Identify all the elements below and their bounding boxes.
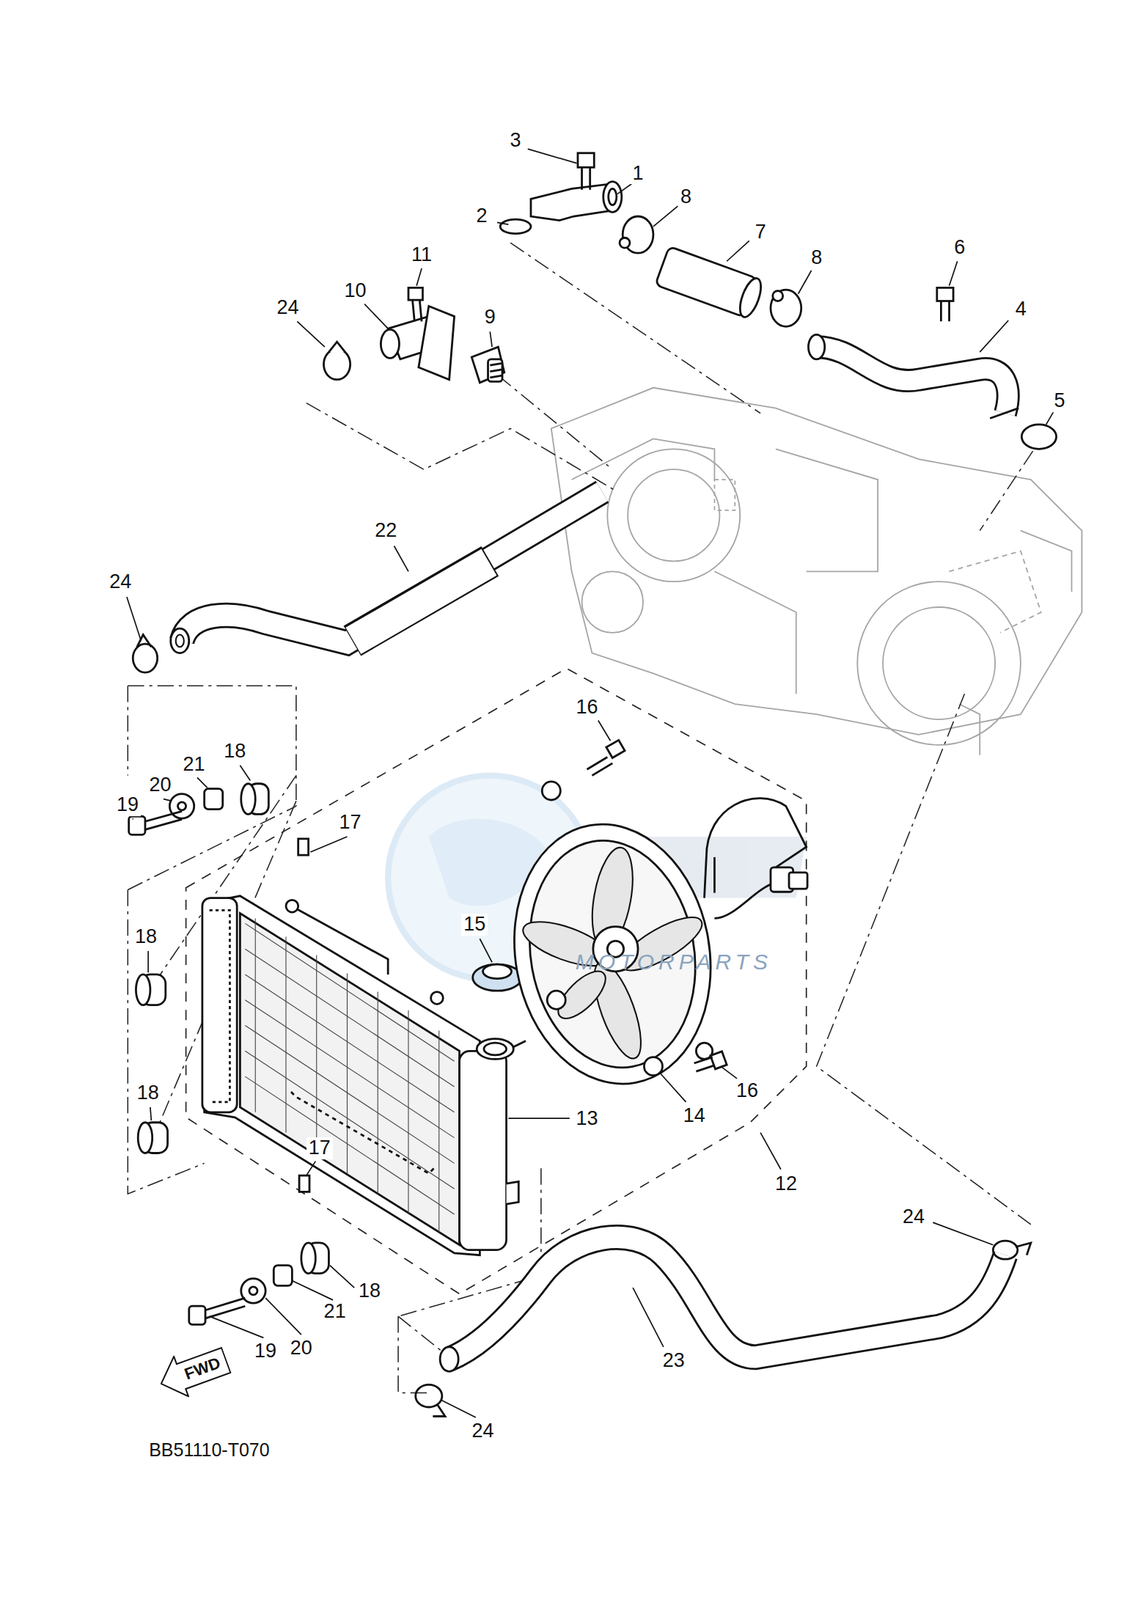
callout-number: 3: [508, 129, 524, 152]
radiator-hose: [170, 492, 603, 654]
hose-clamp: [132, 634, 1031, 1417]
callout-number: 21: [321, 1300, 349, 1323]
callout-number: 18: [356, 1280, 383, 1303]
callout-number: 4: [1013, 298, 1029, 321]
callout-number: 8: [678, 186, 694, 209]
callout-number: 19: [252, 1340, 279, 1363]
watermark-text: MOTORPARTS: [573, 949, 775, 974]
callout-number: 23: [660, 1349, 688, 1372]
radiator: [202, 838, 526, 1256]
mount-parts: [129, 783, 330, 1325]
forward-arrow: FWD: [152, 1338, 234, 1405]
water-pipe: [808, 334, 1019, 418]
callout-number: 7: [753, 222, 769, 245]
callout-number: 20: [147, 774, 174, 797]
callout-number: 10: [341, 280, 369, 303]
callout-number: 6: [951, 236, 968, 259]
callout-number: 24: [469, 1420, 496, 1443]
callout-number: 17: [336, 811, 363, 834]
callout-number: 14: [681, 1105, 708, 1127]
callout-number: 15: [461, 913, 488, 936]
callout-number: 11: [409, 244, 435, 267]
callout-number: 24: [900, 1206, 927, 1229]
callout-number: 13: [573, 1107, 600, 1130]
radiator-cap: [472, 964, 523, 991]
callout-number: 24: [274, 297, 302, 320]
callout-number: 18: [221, 740, 248, 763]
arrow-outline: [153, 1339, 234, 1404]
cooling-fan: [494, 781, 808, 1100]
assembly-lines: [127, 242, 1033, 1393]
radiator-hose: [439, 1236, 1006, 1372]
hose-sleeve: [655, 246, 766, 320]
callout-number: 12: [772, 1173, 800, 1196]
fittings: [323, 153, 1056, 450]
callout-number: 16: [733, 1080, 761, 1103]
callout-number: 18: [132, 926, 160, 949]
engine-outline: [551, 387, 1083, 756]
callout-number: 1: [630, 162, 646, 185]
bolt: [587, 739, 728, 1072]
callout-number: 9: [482, 306, 498, 329]
callout-number: 8: [808, 247, 825, 270]
callout-number: 5: [1052, 390, 1068, 413]
callout-number: 19: [114, 794, 141, 817]
leader-lines: [126, 148, 1054, 1418]
callout-number: 24: [107, 571, 134, 594]
callout-number: 21: [180, 753, 207, 776]
callout-number: 18: [134, 1082, 162, 1105]
assembly-group-outline: [186, 667, 807, 1294]
drawing-code: BB51110-T070: [148, 1438, 270, 1460]
callout-number: 16: [573, 696, 600, 719]
callout-number: 22: [372, 519, 399, 542]
callout-number: 20: [288, 1337, 315, 1360]
callout-number: 17: [306, 1137, 333, 1160]
callout-number: 2: [474, 205, 490, 228]
